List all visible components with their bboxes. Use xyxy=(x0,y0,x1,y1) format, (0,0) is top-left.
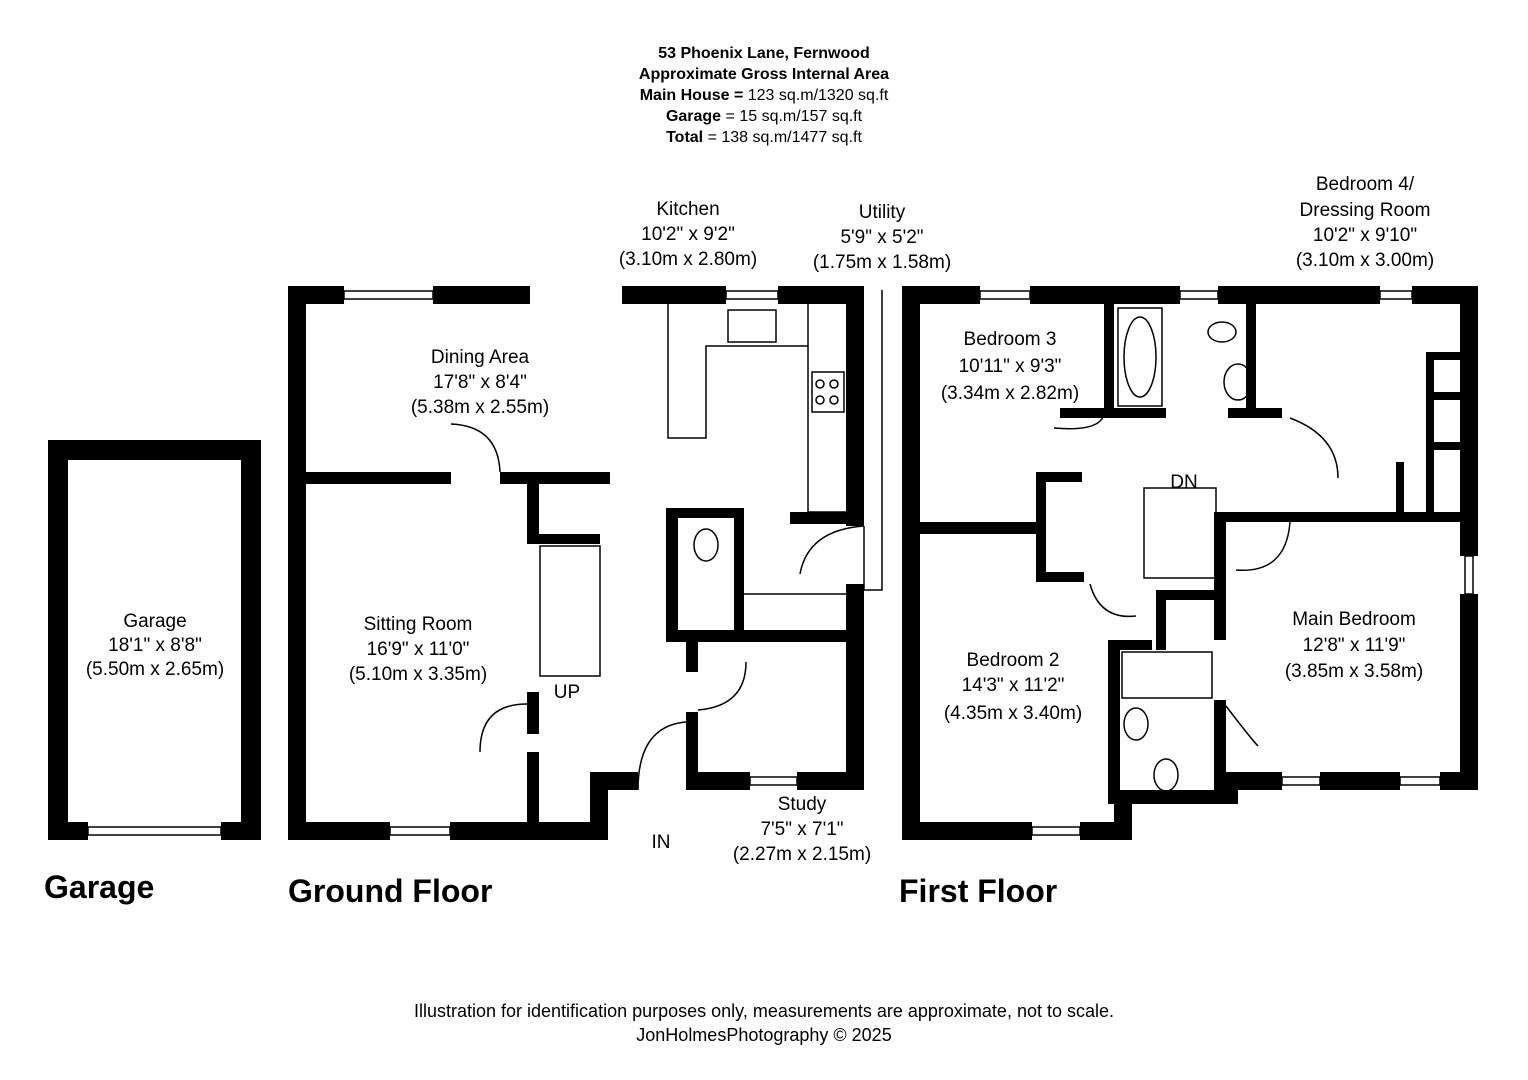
study-name: Study xyxy=(778,794,827,815)
main-bedroom-imperial: 12'8" x 11'9" xyxy=(1303,635,1406,656)
main-house-area: Main House = 123 sq.m/1320 sq.ft xyxy=(639,87,889,104)
area-title: Approximate Gross Internal Area xyxy=(638,66,890,83)
bedroom4-name2: Dressing Room xyxy=(1300,200,1431,221)
garage-metric: (5.50m x 2.65m) xyxy=(86,659,224,680)
bedroom2-name: Bedroom 2 xyxy=(967,650,1060,671)
garage-area: Garage = 15 sq.m/157 sq.ft xyxy=(665,108,863,125)
garage-name: Garage xyxy=(123,611,186,632)
main-bedroom-metric: (3.85m x 3.58m) xyxy=(1285,661,1423,682)
bedroom4-imperial: 10'2" x 9'10" xyxy=(1313,225,1417,246)
fixtures xyxy=(87,290,1474,836)
disclaimer-text: Illustration for identification purposes… xyxy=(413,1001,1115,1021)
bedroom3-name: Bedroom 3 xyxy=(964,329,1057,350)
sitting-imperial: 16'9" x 11'0" xyxy=(367,639,470,660)
address-title: 53 Phoenix Lane, Fernwood xyxy=(658,45,870,62)
kitchen-imperial: 10'2" x 9'2" xyxy=(641,224,735,245)
ground-floor-title: Ground Floor xyxy=(288,873,492,909)
dining-imperial: 17'8" x 8'4" xyxy=(433,372,527,393)
plan-header: 53 Phoenix Lane, Fernwood Approximate Gr… xyxy=(0,43,1528,148)
sitting-metric: (5.10m x 3.35m) xyxy=(349,664,487,685)
bedroom3-metric: (3.34m x 2.82m) xyxy=(941,383,1079,404)
utility-name: Utility xyxy=(859,202,906,223)
dn-marker: DN xyxy=(1170,472,1197,493)
bedroom4-metric: (3.10m x 3.00m) xyxy=(1296,250,1434,271)
main-bedroom-name: Main Bedroom xyxy=(1292,609,1416,630)
sitting-name: Sitting Room xyxy=(364,614,473,635)
study-imperial: 7'5" x 7'1" xyxy=(760,819,843,840)
utility-imperial: 5'9" x 5'2" xyxy=(840,227,923,248)
up-marker: UP xyxy=(554,682,580,703)
first-floor-title: First Floor xyxy=(899,873,1057,909)
utility-metric: (1.75m x 1.58m) xyxy=(813,252,951,273)
in-marker: IN xyxy=(652,832,671,853)
garage-floor-title: Garage xyxy=(44,869,154,905)
plan-footer: Illustration for identification purposes… xyxy=(0,999,1528,1047)
dining-metric: (5.38m x 2.55m) xyxy=(411,397,549,418)
garage-imperial: 18'1" x 8'8" xyxy=(108,635,202,656)
bedroom3-imperial: 10'11" x 9'3" xyxy=(959,356,1062,377)
credit-text: JonHolmesPhotography © 2025 xyxy=(636,1025,892,1045)
bedroom4-name: Bedroom 4/ xyxy=(1316,174,1415,195)
kitchen-name: Kitchen xyxy=(656,199,719,220)
bedroom2-metric: (4.35m x 3.40m) xyxy=(944,703,1082,724)
kitchen-metric: (3.10m x 2.80m) xyxy=(619,249,757,270)
study-metric: (2.27m x 2.15m) xyxy=(733,844,871,865)
walls xyxy=(48,286,1478,840)
dining-name: Dining Area xyxy=(431,347,530,368)
bedroom2-imperial: 14'3" x 11'2" xyxy=(962,675,1065,696)
total-area: Total = 138 sq.m/1477 sq.ft xyxy=(666,129,862,146)
